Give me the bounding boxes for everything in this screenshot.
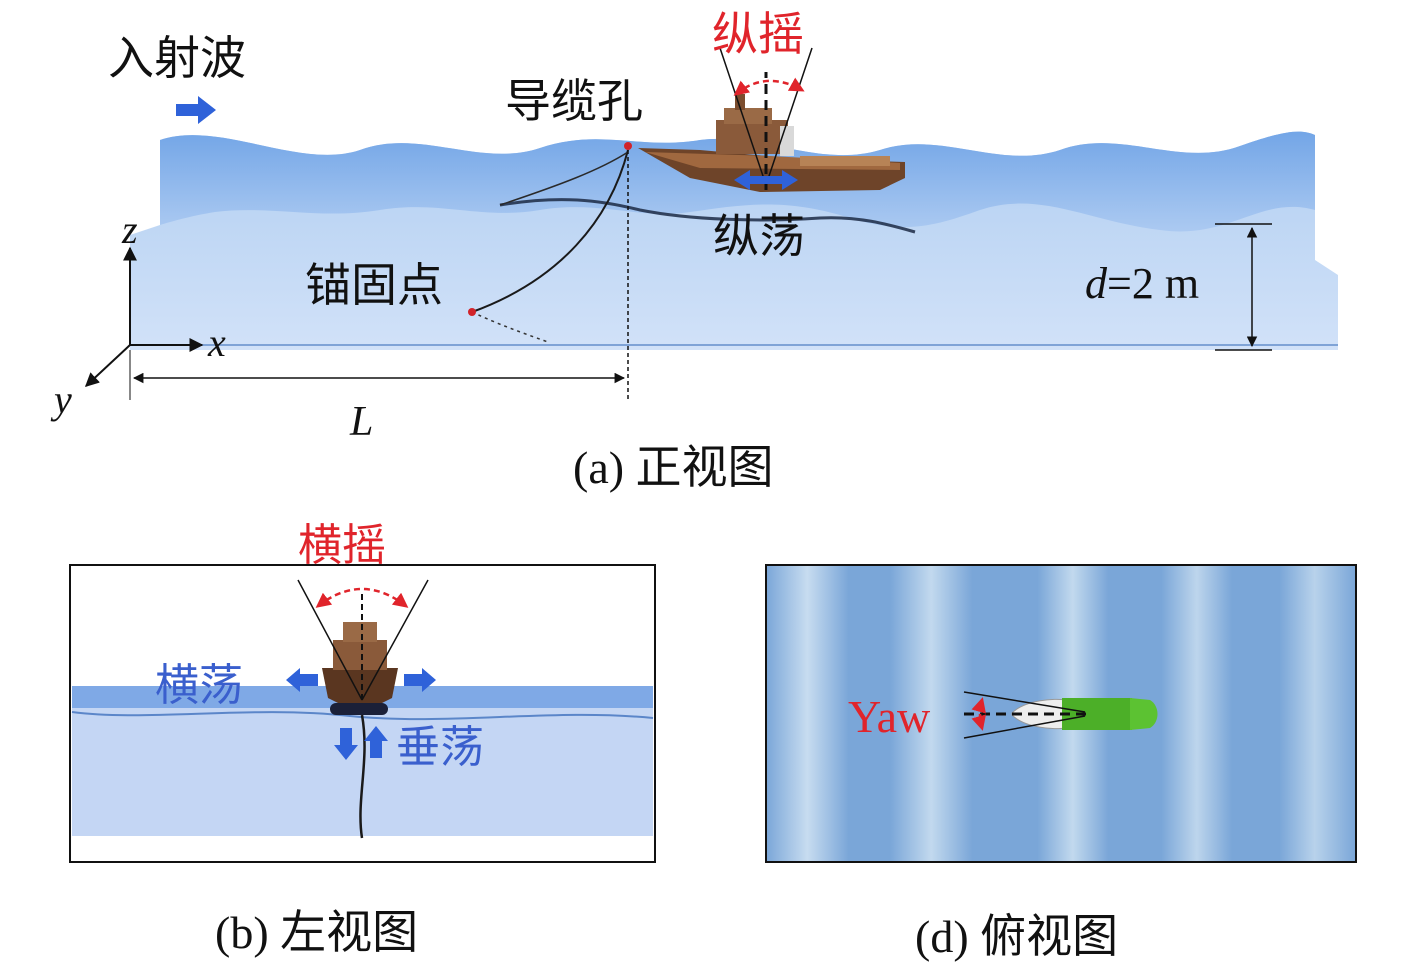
yaw-label: Yaw [848, 691, 931, 742]
front-view-panel: 入射波 导缆孔 纵摇 纵荡 锚固点 z x y L d=2 m (a) 正视图 [50, 7, 1338, 493]
fairlead-point [624, 142, 632, 150]
ship-side [322, 622, 398, 715]
heave-arrow-up [364, 726, 388, 758]
z-axis-label: z [121, 207, 138, 252]
heave-arrow-down [334, 728, 358, 760]
depth-label: d=2 m [1085, 259, 1199, 308]
heave-label: 垂荡 [396, 722, 484, 773]
caption-a: (a) 正视图 [573, 442, 774, 493]
surge-label: 纵荡 [713, 209, 805, 263]
mooring-line-seabed [471, 311, 549, 343]
anchor-label: 锚固点 [305, 258, 443, 312]
length-label: L [349, 399, 373, 445]
sway-arrow-left [286, 668, 318, 692]
incident-wave-label: 入射波 [108, 31, 246, 85]
pitch-label: 纵摇 [712, 7, 804, 61]
fairlead-label: 导缆孔 [505, 74, 643, 128]
top-view-panel: Yaw (d) 俯视图 [765, 564, 1357, 962]
side-view-panel: 横摇 横荡 垂荡 (b) 左视图 [69, 520, 656, 958]
y-axis-label: y [50, 377, 72, 422]
mooring-line-front [471, 149, 629, 313]
anchor-point [468, 308, 476, 316]
x-axis-label: x [207, 320, 226, 365]
pitch-arc [733, 77, 805, 96]
roll-arc [315, 587, 409, 608]
yaw-arc [971, 697, 986, 731]
surge-arrow [734, 170, 798, 190]
caption-b: (b) 左视图 [215, 907, 418, 958]
mooring-line-side [359, 714, 366, 839]
sway-arrow-right [404, 668, 436, 692]
caption-d: (d) 俯视图 [915, 911, 1118, 962]
wave-trough-line [499, 198, 916, 234]
y-axis [84, 344, 131, 387]
sway-label: 横荡 [155, 660, 243, 711]
roll-label: 横摇 [298, 520, 386, 571]
incident-wave-arrow [176, 96, 216, 124]
